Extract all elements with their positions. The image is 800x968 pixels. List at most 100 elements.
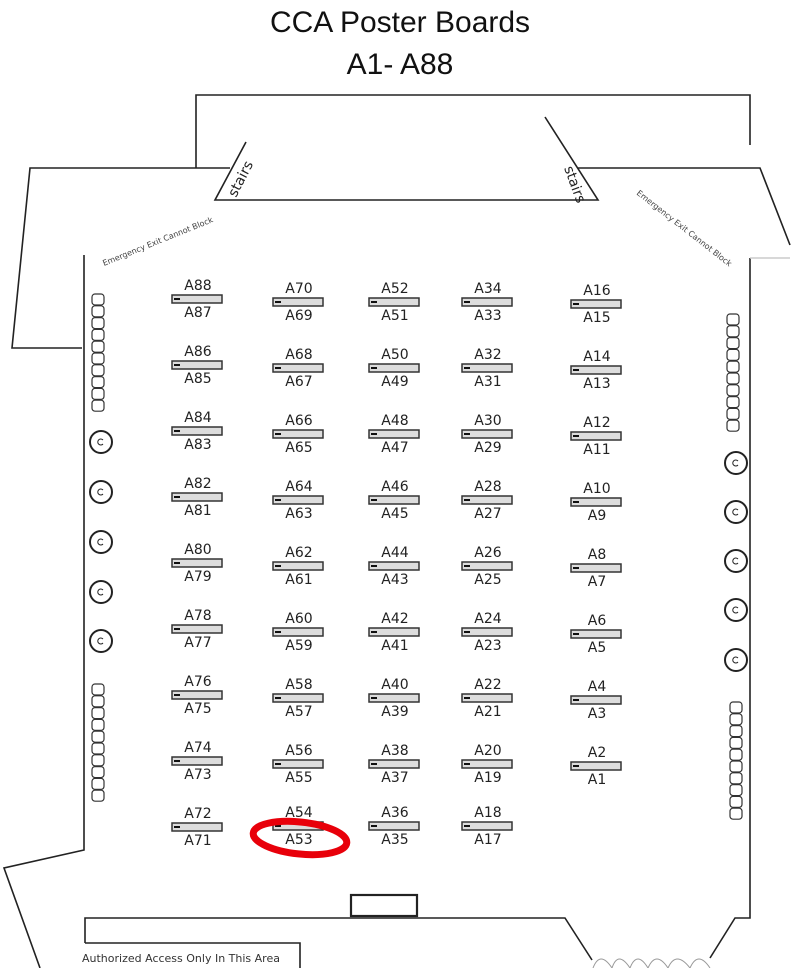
board-marker [464, 565, 470, 567]
board-label-upper: A84 [184, 410, 211, 426]
board-rect [171, 492, 223, 502]
board-label-lower: A17 [474, 832, 501, 848]
board-marker [275, 565, 281, 567]
board-label-lower: A83 [184, 437, 211, 453]
chair-icon [91, 777, 105, 791]
board-label-lower: A33 [474, 308, 501, 324]
board-label-upper: A24 [474, 611, 501, 627]
doors [592, 958, 711, 968]
board-rect [570, 431, 622, 441]
board-marker [464, 697, 470, 699]
board-rect [368, 627, 420, 637]
board-rect [570, 629, 622, 639]
board-marker [371, 631, 377, 633]
board-rect [461, 495, 513, 505]
board-label-upper: A54 [285, 805, 312, 821]
board-label-upper: A36 [381, 805, 408, 821]
board-label-upper: A22 [474, 677, 501, 693]
chair-icon [729, 701, 743, 714]
chair-icon [726, 372, 740, 385]
board-rect [272, 429, 324, 439]
board-rect [171, 690, 223, 700]
board-label-upper: A12 [583, 415, 610, 431]
board-marker [275, 631, 281, 633]
board-marker [371, 301, 377, 303]
chair-icon [729, 748, 743, 761]
board-rect [368, 759, 420, 769]
board-marker [371, 697, 377, 699]
chair-stack [729, 701, 743, 820]
board-label-upper: A72 [184, 806, 211, 822]
board-rect [368, 429, 420, 439]
round-table-icon [89, 430, 113, 454]
board-label-lower: A71 [184, 833, 211, 849]
board-label-upper: A20 [474, 743, 501, 759]
board-rect [368, 821, 420, 831]
highlight-circle [249, 817, 351, 859]
board-label-lower: A79 [184, 569, 211, 585]
board-label-lower: A13 [583, 376, 610, 392]
board-marker [371, 825, 377, 827]
board-marker [464, 301, 470, 303]
board-marker [275, 367, 281, 369]
board-label-upper: A68 [285, 347, 312, 363]
board-rect [368, 561, 420, 571]
board-label-lower: A39 [381, 704, 408, 720]
board-label-lower: A87 [184, 305, 211, 321]
board-rect [272, 759, 324, 769]
board-marker [464, 825, 470, 827]
board-marker [573, 633, 579, 635]
board-rect [272, 561, 324, 571]
board-label-lower: A35 [381, 832, 408, 848]
chair-stacks [91, 293, 743, 820]
board-label-lower: A77 [184, 635, 211, 651]
board-rect [272, 363, 324, 373]
board-marker [573, 501, 579, 503]
board-marker [573, 303, 579, 305]
board-marker [275, 301, 281, 303]
